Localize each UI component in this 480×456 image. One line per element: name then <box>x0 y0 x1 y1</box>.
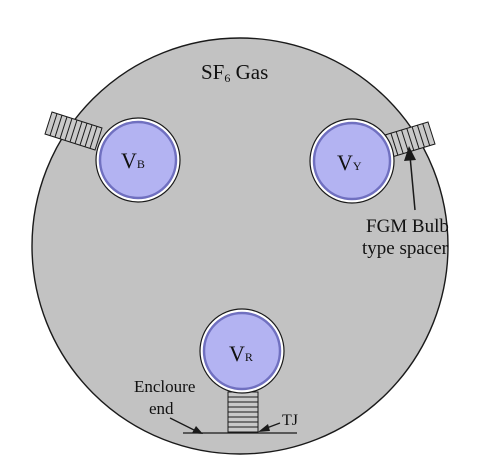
conductor-b-label: VB <box>121 148 145 173</box>
conductor-b <box>95 117 181 203</box>
conductor-r <box>199 308 285 394</box>
enclosure-end-label-line2: end <box>149 399 174 418</box>
spacer-bottom <box>227 391 259 433</box>
tj-label: TJ <box>282 412 298 429</box>
enclosure-end-label-line1: Encloure <box>134 377 195 396</box>
conductor-r-label: VR <box>229 341 253 366</box>
spacer-label-line2: type spacer <box>362 238 449 259</box>
conductor-y-label: VY <box>337 150 362 175</box>
conductor-y <box>309 118 395 204</box>
gas-label: SF6 Gas <box>201 60 268 85</box>
spacer-left <box>44 111 103 151</box>
tj-arrow <box>258 422 281 432</box>
spacer-label-line1: FGM Bulb <box>366 216 449 237</box>
enclosure-end-arrow <box>169 417 203 434</box>
spacer-arrow <box>404 146 416 211</box>
